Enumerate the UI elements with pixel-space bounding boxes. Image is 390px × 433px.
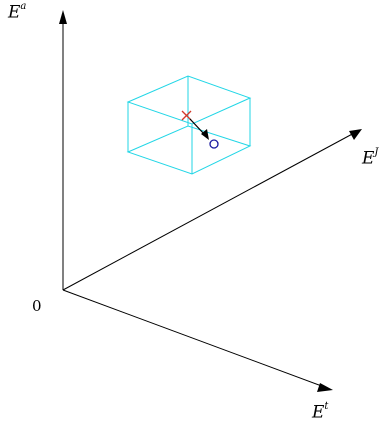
right-axis-arrowhead xyxy=(349,129,362,140)
bottom-axis-line xyxy=(62,289,328,389)
vertical-axis-arrowhead xyxy=(59,10,67,24)
right-axis-label: EJ xyxy=(362,147,379,169)
axes xyxy=(62,20,357,389)
right-axis-line xyxy=(62,131,357,291)
wireframe-box xyxy=(126,75,252,175)
cross-marker xyxy=(181,110,192,121)
vertical-axis-label: Ea xyxy=(8,1,27,23)
movement-arrowhead xyxy=(201,129,209,140)
circle-marker xyxy=(209,139,219,149)
box-top-face xyxy=(126,75,252,125)
bottom-axis-label: Et xyxy=(312,401,329,423)
box-bottom-face xyxy=(126,125,252,175)
movement-arrow xyxy=(189,118,209,140)
axis-arrowheads xyxy=(59,10,362,392)
origin-label: 0 xyxy=(32,297,42,315)
bottom-axis-arrowhead xyxy=(317,383,333,392)
